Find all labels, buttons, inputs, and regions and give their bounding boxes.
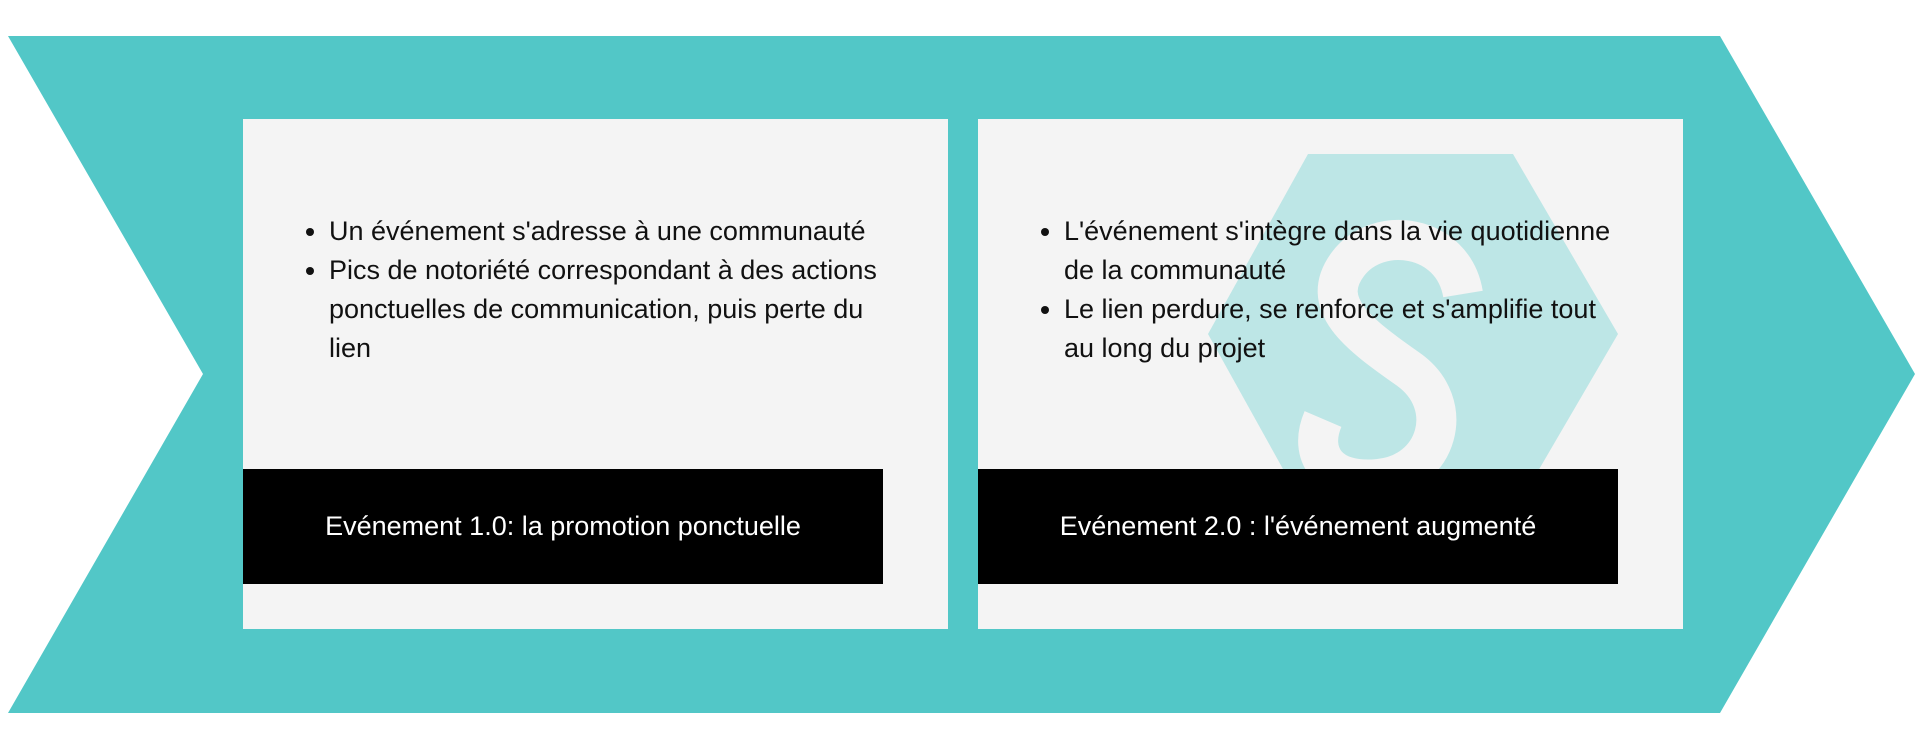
bullet-list: Un événement s'adresse à une communauté … (305, 212, 889, 368)
panel-event-1: Un événement s'adresse à une communauté … (243, 119, 948, 629)
caption-bar: Evénement 2.0 : l'événement augmenté (978, 469, 1618, 584)
caption-text: Evénement 1.0: la promotion ponctuelle (325, 511, 801, 541)
caption-bar: Evénement 1.0: la promotion ponctuelle (243, 469, 883, 584)
bullet-list: L'événement s'intègre dans la vie quotid… (1040, 212, 1624, 368)
panel-event-2: L'événement s'intègre dans la vie quotid… (978, 119, 1683, 629)
caption-text: Evénement 2.0 : l'événement augmenté (1059, 511, 1537, 541)
bullet-item: Un événement s'adresse à une communauté (329, 212, 889, 251)
bullet-item: Pics de notoriété correspondant à des ac… (329, 251, 889, 368)
bullet-item: Le lien perdure, se renforce et s'amplif… (1064, 290, 1624, 368)
bullet-item: L'événement s'intègre dans la vie quotid… (1064, 212, 1624, 290)
